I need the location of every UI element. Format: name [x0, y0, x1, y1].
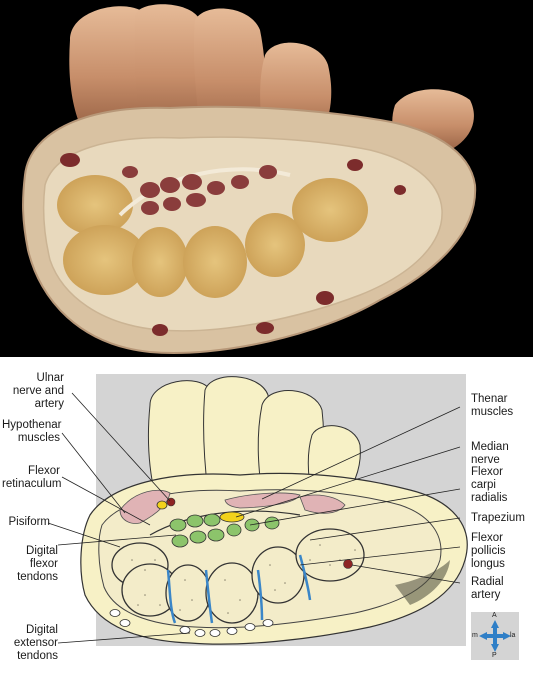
- wrist-cross-section-diagram: [47, 374, 468, 646]
- flexor-retinaculum-line: [149, 510, 301, 536]
- label-hypothenar-muscles: Hypothenar muscles: [2, 419, 62, 444]
- cadaver-photo: [0, 0, 533, 357]
- thenar-muscle-shape: [224, 492, 301, 509]
- label-flexor-retinaculum: Flexor retinaculum: [2, 465, 62, 490]
- photo-wrist-section: [22, 105, 477, 354]
- diagram-carpal-bones: [111, 528, 365, 624]
- label-flexor-pollicis-longus: Flexor pollicis longus: [471, 532, 506, 570]
- diagram-flexor-tendons: [169, 513, 280, 548]
- orientation-lateral: la: [510, 632, 516, 639]
- orientation-anterior: A: [492, 612, 497, 619]
- diagram-fingers: [147, 376, 361, 498]
- label-digital-extensor-tendons: Digital extensor tendons: [13, 624, 58, 662]
- synovial-lines: [166, 554, 312, 624]
- radial-shading: [395, 560, 450, 605]
- orientation-arrows: [479, 620, 511, 652]
- label-trapezium: Trapezium: [471, 512, 525, 524]
- radial-artery-shape: [343, 559, 353, 569]
- label-flexor-carpi-radialis: Flexor carpi radialis: [471, 466, 508, 504]
- diagram-muscles: [119, 489, 346, 524]
- diagram-panel: [0, 365, 533, 678]
- diagram-nerves: [156, 500, 245, 523]
- orientation-posterior: P: [492, 652, 497, 659]
- label-thenar-muscles: Thenar muscles: [471, 393, 514, 418]
- ulnar-nerve-shape: [156, 500, 168, 510]
- thenar-muscle-shape-2: [299, 494, 346, 514]
- label-median-nerve: Median nerve: [471, 441, 509, 466]
- orientation-compass: A P m la: [471, 612, 519, 660]
- leader-lines: [47, 392, 461, 644]
- orientation-medial: m: [472, 632, 478, 639]
- label-pisiform: Pisiform: [8, 516, 50, 528]
- median-nerve-shape: [219, 511, 245, 523]
- label-radial-artery: Radial artery: [471, 576, 504, 601]
- diagram-extensor-tendons: [109, 609, 274, 637]
- label-ulnar-nerve-artery: Ulnar nerve and artery: [12, 372, 64, 410]
- cadaver-photo-illustration: [22, 4, 477, 354]
- diagram-arteries: [166, 497, 353, 569]
- label-digital-flexor-tendons: Digital flexor tendons: [17, 545, 58, 583]
